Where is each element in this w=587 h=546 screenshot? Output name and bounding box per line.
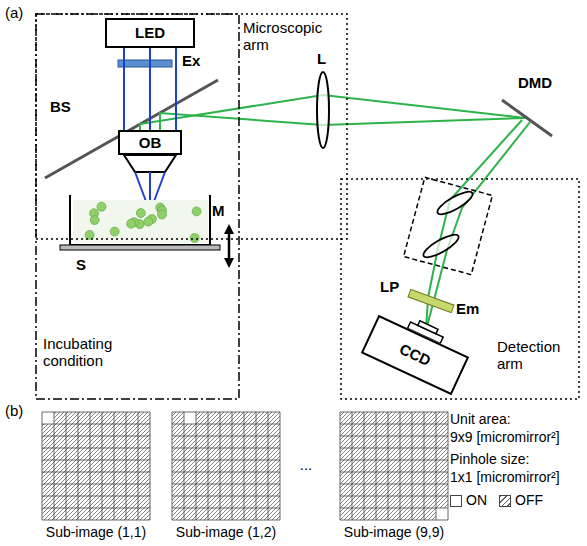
relay-lens bbox=[317, 72, 329, 148]
dmd-mirror bbox=[502, 100, 552, 136]
excitation-filter bbox=[118, 60, 172, 67]
sample-dish bbox=[70, 195, 210, 245]
component-label: OB bbox=[139, 134, 162, 151]
component-label: LED bbox=[135, 24, 165, 41]
cells bbox=[85, 202, 201, 242]
excitation-light-path bbox=[124, 48, 176, 130]
incubator-region: Incubating condition bbox=[35, 13, 240, 400]
ellipsis: ... bbox=[300, 456, 313, 473]
legend-hatch-swatch bbox=[499, 495, 511, 507]
stage-movement-arrow bbox=[224, 224, 234, 268]
component-label: BS bbox=[50, 98, 71, 115]
sub-image-label: Sub-image (1,1) bbox=[46, 524, 146, 540]
beam-splitter bbox=[45, 80, 218, 178]
region-label: Detection arm bbox=[497, 338, 577, 373]
emission-rays bbox=[140, 95, 530, 330]
region-label: Microscopic arm bbox=[243, 19, 343, 54]
microscope-region: Microscopic arm LED OB bbox=[35, 13, 348, 240]
parameter-value: 9x9 [micromirror²] bbox=[450, 429, 560, 445]
component-label: Em bbox=[456, 300, 479, 317]
region-label: Incubating condition bbox=[43, 335, 133, 370]
culture-medium bbox=[73, 200, 208, 243]
led-box: LED bbox=[105, 18, 195, 48]
legend-label: OFF bbox=[515, 492, 543, 508]
component-label: LP bbox=[380, 278, 399, 295]
component-label: DMD bbox=[518, 74, 552, 91]
component-label: Ex bbox=[182, 52, 200, 69]
component-label: M bbox=[212, 202, 225, 219]
ccd-camera: CCD bbox=[361, 315, 469, 395]
objective-tip bbox=[124, 155, 176, 172]
detection-region: Detection arm CCD bbox=[340, 178, 580, 400]
dish-base bbox=[60, 245, 220, 250]
legend-label: ON bbox=[466, 492, 487, 508]
parameter-label: Pinhole size: bbox=[450, 451, 529, 467]
pinhole-patterns bbox=[42, 412, 448, 520]
parameter-value: 1x1 [micromirror²] bbox=[450, 469, 560, 485]
objective-box: OB bbox=[118, 130, 182, 155]
component-label: CCD bbox=[397, 340, 434, 369]
legend-swatch bbox=[450, 495, 462, 507]
sub-image-label: Sub-image (9,9) bbox=[344, 524, 444, 540]
sub-image-label: Sub-image (1,2) bbox=[176, 524, 276, 540]
component-label: S bbox=[76, 256, 86, 273]
parameter-label: Unit area: bbox=[450, 411, 511, 427]
component-label: L bbox=[317, 50, 326, 67]
panel-label: (b) bbox=[5, 402, 23, 419]
lens-pair bbox=[404, 177, 493, 274]
emission-filter bbox=[408, 289, 454, 312]
panel-label: (a) bbox=[5, 4, 23, 21]
